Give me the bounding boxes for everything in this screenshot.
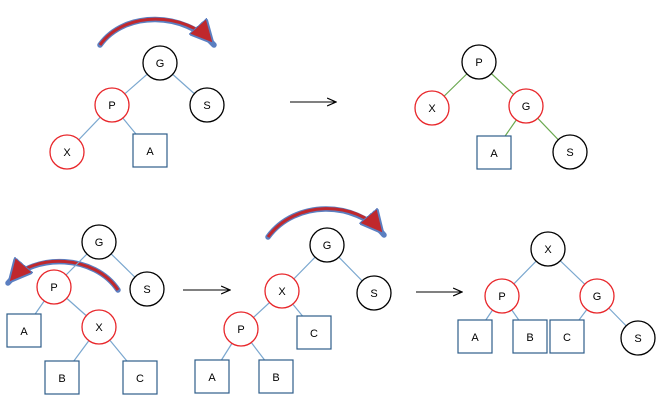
subtree-box [132,133,168,168]
node-label: X [428,103,436,115]
node-black [530,231,566,267]
node-label: G [522,101,531,113]
node-black [129,271,165,307]
node-label: S [203,100,210,112]
node-black [552,134,588,170]
subtree-label: B [526,332,533,344]
subtree-box [194,359,230,394]
case2-before-tree: G P S A X B C [5,224,165,395]
case2-mid-edges [211,244,375,376]
node-label: S [634,333,641,345]
rotation-arrow-right-icon [97,16,217,48]
node-label: X [278,286,286,298]
rotation-arrow-right-stroke [266,207,382,238]
node-label: G [323,240,332,252]
node-label: S [143,284,150,296]
subtree-label: C [310,328,318,340]
node-label: P [108,100,115,112]
node-label: X [63,147,71,159]
node-black [81,224,117,260]
subtree-box [258,359,294,394]
node-black [142,45,178,81]
case1-before-tree: G P S X A [49,16,225,170]
case2-after-tree: X P G A B C S [457,231,656,356]
node-black [356,275,392,311]
subtree-label: C [563,332,571,344]
node-label: G [593,291,602,303]
node-label: S [566,147,573,159]
case2-mid-tree: G X S P C A B [194,206,392,394]
node-label: X [544,244,552,256]
node-black [461,44,497,80]
subtree-label: B [58,373,65,385]
subtree-label: C [136,373,144,385]
node-label: P [50,282,57,294]
subtree-box [296,315,332,350]
node-black [309,227,345,263]
subtree-label: B [272,372,279,384]
subtree-box [44,360,80,395]
rotation-arrow-left-stroke [10,261,120,291]
node-red [49,134,85,170]
node-red [36,269,72,305]
subtree-box [476,135,512,170]
subtree-label: A [471,332,479,344]
node-label: P [475,57,482,69]
subtree-box [122,360,158,395]
subtree-box [549,319,585,354]
subtree-box [512,319,548,354]
node-red [223,311,259,347]
node-label: G [156,58,165,70]
node-red [81,309,117,345]
node-red [579,278,615,314]
node-black [620,320,656,356]
node-label: S [370,288,377,300]
subtree-label: A [208,372,216,384]
node-label: P [498,291,505,303]
subtree-box [457,319,493,354]
node-red [508,88,544,124]
subtree-label: A [146,146,154,158]
subtree-label: A [490,148,498,160]
node-label: X [95,322,103,334]
node-red [94,87,130,123]
subtree-box [6,313,42,348]
node-red [484,278,520,314]
node-label: G [95,237,104,249]
node-black [189,87,225,123]
subtree-label: A [20,326,28,338]
node-red [264,273,300,309]
case1-after-tree: P X G A S [414,44,588,170]
rotation-arrow-right-stroke [98,17,212,46]
node-label: P [237,324,244,336]
node-red [414,90,450,126]
